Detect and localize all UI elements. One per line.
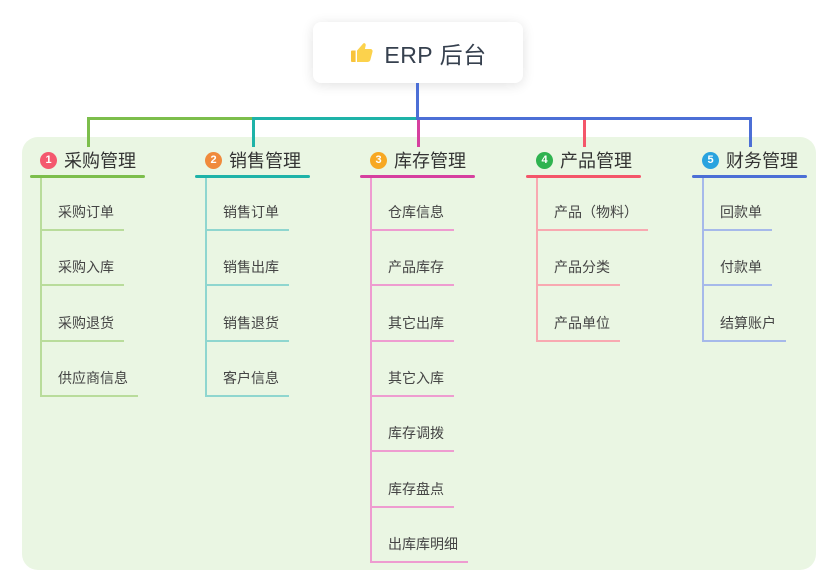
- branch-node-3[interactable]: 3 库存管理: [370, 149, 466, 171]
- root-stem-line: [416, 83, 419, 118]
- child-node[interactable]: 仓库信息: [370, 203, 454, 231]
- branch-drop-line: [749, 117, 752, 147]
- branch-label: 产品管理: [560, 151, 632, 171]
- branch-underline: [360, 175, 475, 178]
- branch-child-spine: [536, 178, 538, 342]
- child-node[interactable]: 产品库存: [370, 258, 454, 286]
- branch-underline: [526, 175, 641, 178]
- branch-node-1[interactable]: 1 采购管理: [40, 149, 136, 171]
- branch-underline: [30, 175, 145, 178]
- branch-number-badge: 3: [370, 151, 387, 169]
- child-node[interactable]: 采购入库: [40, 258, 124, 286]
- branch-label: 财务管理: [726, 151, 798, 171]
- child-node[interactable]: 销售出库: [205, 258, 289, 286]
- branch-node-4[interactable]: 4 产品管理: [536, 149, 632, 171]
- child-node[interactable]: 出库库明细: [370, 535, 468, 563]
- branch-node-5[interactable]: 5 财务管理: [702, 149, 798, 171]
- connector-bus-segment: [416, 117, 751, 120]
- child-node[interactable]: 库存调拨: [370, 424, 454, 452]
- child-node[interactable]: 采购退货: [40, 314, 124, 342]
- connector-bus-segment: [87, 117, 254, 120]
- child-node[interactable]: 其它出库: [370, 314, 454, 342]
- child-node[interactable]: 结算账户: [702, 314, 786, 342]
- root-title: ERP 后台: [384, 41, 487, 68]
- branch-drop-line: [417, 120, 420, 147]
- child-node[interactable]: 客户信息: [205, 369, 289, 397]
- child-node[interactable]: 供应商信息: [40, 369, 138, 397]
- child-node[interactable]: 采购订单: [40, 203, 124, 231]
- branch-drop-line: [252, 117, 255, 147]
- branch-underline: [195, 175, 310, 178]
- child-node[interactable]: 产品分类: [536, 258, 620, 286]
- branches-panel: [22, 137, 816, 570]
- child-node[interactable]: 其它入库: [370, 369, 454, 397]
- child-node[interactable]: 销售订单: [205, 203, 289, 231]
- branch-number-badge: 5: [702, 151, 719, 169]
- child-node[interactable]: 库存盘点: [370, 480, 454, 508]
- branch-number-badge: 4: [536, 151, 553, 169]
- branch-drop-line: [87, 117, 90, 147]
- child-node[interactable]: 产品（物料）: [536, 203, 648, 231]
- branch-number-badge: 1: [40, 151, 57, 169]
- child-node[interactable]: 回款单: [702, 203, 772, 231]
- child-node[interactable]: 产品单位: [536, 314, 620, 342]
- branch-child-spine: [205, 178, 207, 397]
- branch-child-spine: [370, 178, 372, 563]
- connector-bus-segment: [252, 117, 418, 120]
- branch-number-badge: 2: [205, 151, 222, 169]
- child-node[interactable]: 销售退货: [205, 314, 289, 342]
- branch-node-2[interactable]: 2 销售管理: [205, 149, 301, 171]
- branch-underline: [692, 175, 807, 178]
- branch-label: 库存管理: [394, 151, 466, 171]
- branch-label: 采购管理: [64, 151, 136, 171]
- branch-child-spine: [702, 178, 704, 342]
- root-node[interactable]: ERP 后台: [313, 22, 523, 83]
- branch-child-spine: [40, 178, 42, 397]
- branch-drop-line: [583, 120, 586, 147]
- thumbs-up-icon: [349, 40, 375, 66]
- branch-label: 销售管理: [229, 151, 301, 171]
- child-node[interactable]: 付款单: [702, 258, 772, 286]
